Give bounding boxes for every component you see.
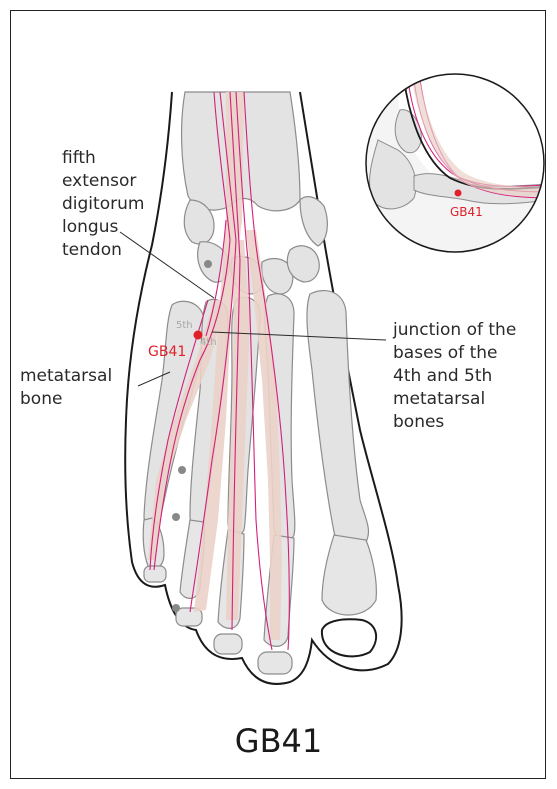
- point-dot: [172, 513, 180, 521]
- bone-5th-label: 5th: [176, 320, 193, 331]
- point-dot: [172, 604, 180, 612]
- gb41-label: GB41: [148, 344, 186, 360]
- point-dot: [204, 260, 212, 268]
- point-dot: [178, 466, 186, 474]
- junction-label: junction of the bases of the 4th and 5th…: [392, 320, 522, 432]
- inset-gb41-point: [455, 190, 462, 197]
- bone-4th-label: 4th: [200, 337, 217, 348]
- inset-lateral-view: GB41: [360, 74, 556, 270]
- inset-gb41-label: GB41: [450, 205, 483, 219]
- page-title: GB41: [0, 722, 557, 760]
- metatarsal-label: metatarsal bone: [20, 366, 118, 409]
- big-toenail: [322, 619, 376, 656]
